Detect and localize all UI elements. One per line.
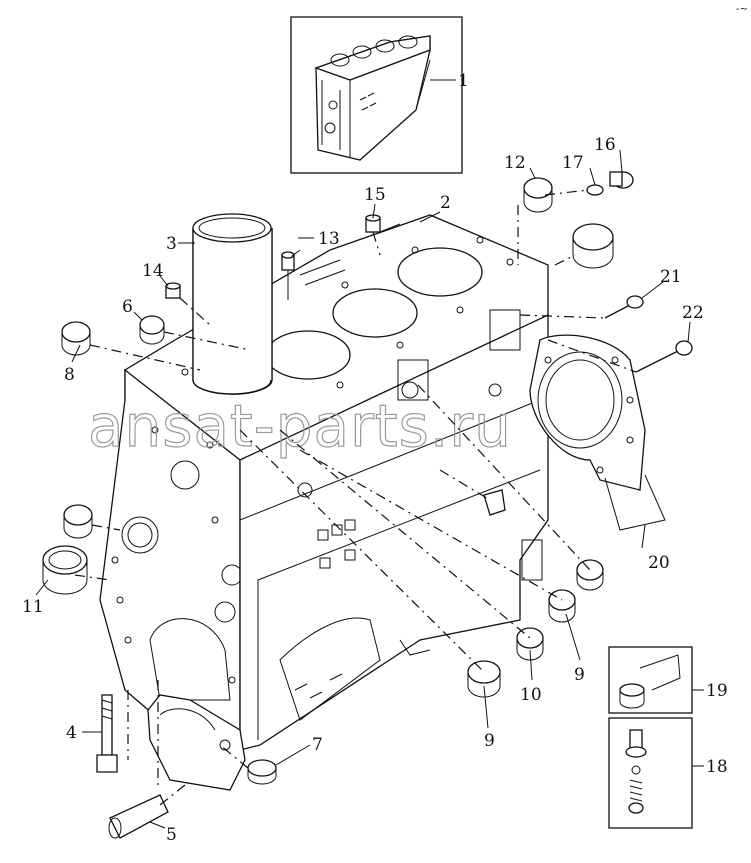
rear-seal-housing [529,334,646,491]
callout-11: 11 [22,597,44,617]
bolt-22 [635,340,693,373]
callout-18: 18 [706,757,728,777]
bushing-9-lower [467,660,501,698]
callout-15: 15 [364,185,386,205]
callout-9-lower: 9 [484,731,495,751]
callout-16: 16 [594,135,616,155]
leader-lines [35,79,691,829]
callout-12: 12 [504,153,526,173]
plug-rear-side [576,559,604,591]
inset-check-valve [608,717,704,829]
corner-mark: -~ [736,4,748,15]
callout-10: 10 [520,685,542,705]
plug-8 [61,321,91,356]
plug-large-rear [572,223,614,269]
callout-4: 4 [66,723,77,743]
callout-19: 19 [706,681,728,701]
callout-9-upper: 9 [574,665,585,685]
plug-side [483,489,506,516]
washer-17 [586,184,604,196]
bushing-11 [42,545,88,595]
plug-14 [165,282,181,299]
callout-17: 17 [562,153,584,173]
watermark: ansat-parts.ru [88,392,512,460]
inset-piston-jet [608,646,704,714]
assembly-centerlines [74,189,637,806]
callout-22: 22 [682,303,704,323]
plug-16 [609,171,634,189]
callout-21: 21 [660,267,682,287]
cylinder-block [99,214,549,751]
callout-2: 2 [440,193,451,213]
seal-7 [247,759,277,785]
callout-1: 1 [458,71,469,91]
plug-6 [139,315,165,345]
callout-5: 5 [166,825,177,845]
callout-20: 20 [648,553,670,573]
main-bearing-bolt [96,694,118,773]
callout-labels: 1 2 3 4 5 6 7 8 9 9 10 11 12 13 14 15 16… [22,71,728,845]
cylinder-liner [192,213,273,395]
callout-6: 6 [122,297,133,317]
callout-13: 13 [318,229,340,249]
main-bearing-cap [147,694,246,791]
dowel-pin [108,794,169,839]
callout-14: 14 [142,261,164,281]
callout-bracket-20 [604,474,666,531]
callout-7: 7 [312,735,323,755]
plug-left-lower [63,504,93,539]
plug-12 [523,177,553,213]
bolt-21 [604,295,644,319]
callout-3: 3 [166,234,177,254]
plug-13 [281,251,295,300]
inset-block-assembly [290,16,463,174]
callout-8: 8 [64,365,75,385]
